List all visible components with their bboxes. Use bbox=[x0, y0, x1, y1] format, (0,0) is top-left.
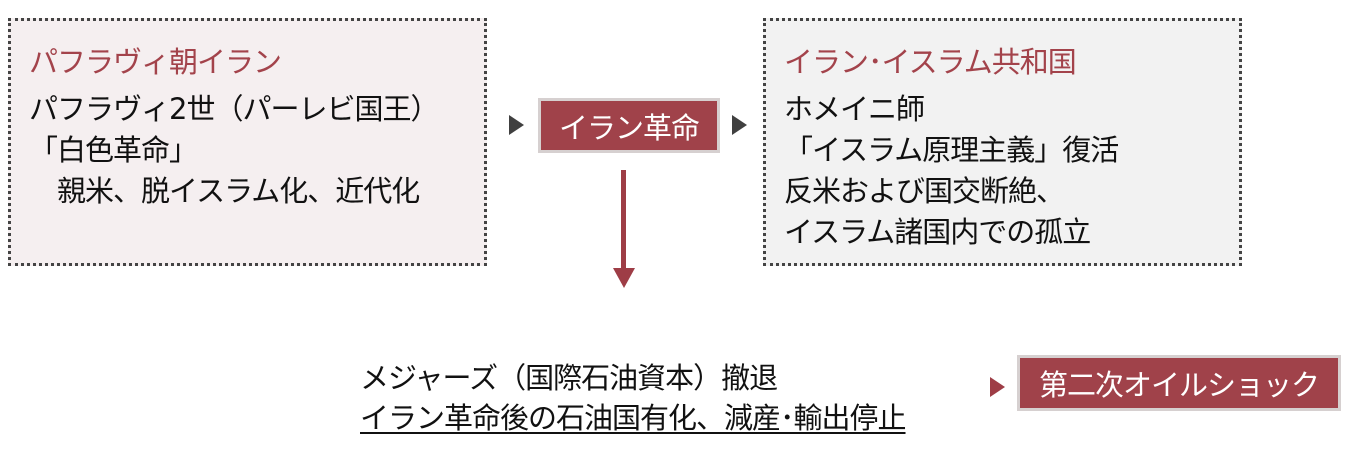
bottom-text: メジャーズ（国際石油資本）撤退 イラン革命後の石油国有化、減産･輸出停止 bbox=[360, 358, 907, 438]
box-title: パフラヴィ朝イラン bbox=[29, 45, 282, 79]
box-line: 「イスラム原理主義」復活 bbox=[784, 133, 1119, 167]
arrow-right-icon bbox=[509, 115, 524, 135]
arrow-right-icon bbox=[990, 377, 1005, 397]
arrow-down-head-icon bbox=[613, 268, 635, 288]
islamic-republic-box: イラン･イスラム共和国 ホメイニ師 「イスラム原理主義」復活 反米および国交断絶… bbox=[763, 18, 1242, 266]
arrow-right-icon bbox=[732, 115, 747, 135]
box-line: 「白色革命」 bbox=[29, 133, 198, 167]
box-title: イラン･イスラム共和国 bbox=[784, 45, 1077, 79]
box-line: ホメイニ師 bbox=[784, 92, 925, 126]
arrow-down-icon bbox=[621, 170, 626, 270]
box-line: パフラヴィ2世（パーレビ国王） bbox=[29, 92, 439, 126]
oil-nationalization: イラン革命後の石油国有化、減産･輸出停止 bbox=[360, 401, 907, 435]
box-line: 反米および国交断絶、 bbox=[784, 174, 1065, 208]
second-oil-shock-label: 第二次オイルショック bbox=[1017, 355, 1341, 411]
pahlavi-iran-box: パフラヴィ朝イラン パフラヴィ2世（パーレビ国王） 「白色革命」 親米、脱イスラ… bbox=[8, 18, 487, 266]
majors-withdrawal: メジャーズ（国際石油資本）撤退 bbox=[360, 361, 778, 395]
iran-revolution-label: イラン革命 bbox=[538, 98, 720, 153]
box-line: 親米、脱イスラム化、近代化 bbox=[29, 174, 420, 208]
box-line: イスラム諸国内での孤立 bbox=[784, 215, 1091, 249]
